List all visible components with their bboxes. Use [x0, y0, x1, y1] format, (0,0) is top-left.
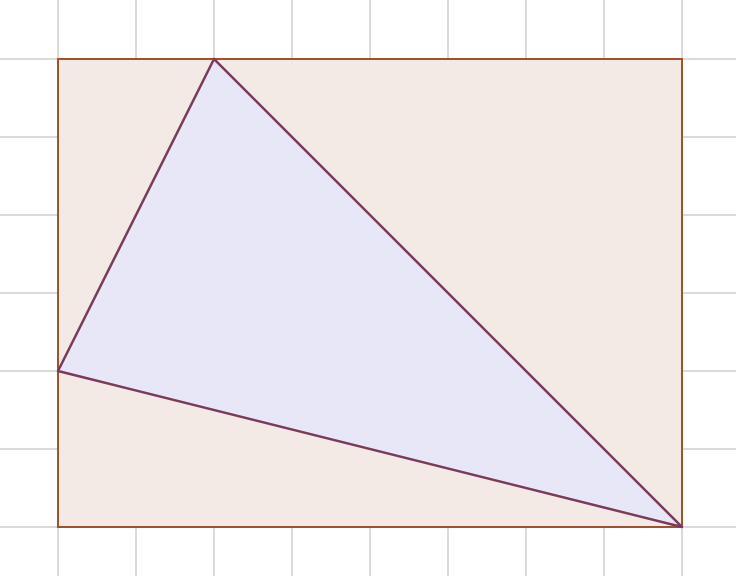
- triangle: [56, 57, 684, 529]
